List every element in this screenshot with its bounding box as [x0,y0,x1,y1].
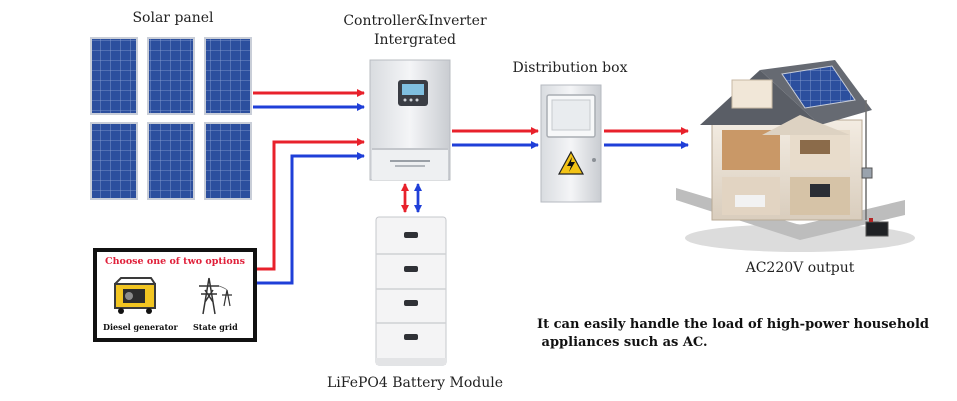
controller-to-distribution-wires [452,127,539,149]
distribution-box-label: Distribution box [512,60,628,76]
state-grid-caption: State grid [193,322,238,332]
capability-note-line2: appliances such as AC. [537,335,708,350]
distribution-box [540,84,602,203]
solar-panel-label: Solar panel [132,10,214,26]
diesel-generator-caption: Diesel generator [103,322,178,332]
power-grid-tower-icon [199,277,232,315]
integrated-label: Intergrated [373,32,457,48]
panel-to-controller-wires [253,89,365,111]
options-title: Choose one of two options [105,256,245,267]
power-source-options-box: Choose one of two options Diesel generat… [93,248,257,342]
solar-panel-array [90,37,252,200]
capability-note-line1: It can easily handle the load of high-po… [537,317,929,332]
controller-battery-wires [401,183,422,213]
house-illustration [676,60,915,252]
controller-inverter-label: Controller&Inverter [343,13,487,29]
ac-output-label: AC220V output [745,260,855,276]
roof-solar-panel-icon [781,65,856,109]
house-battery-icon [865,218,889,237]
controller-inverter-unit [369,59,451,181]
battery-module-label: LiFePO4 Battery Module [327,375,503,391]
capability-note: It can easily handle the load of high-po… [537,316,929,352]
battery-module-stack [375,216,447,366]
diesel-generator-icon [114,277,156,314]
solar-panel-icon [90,37,252,200]
distribution-to-house-wires [604,127,689,149]
generator-to-controller-wires [257,138,365,285]
high-voltage-warning-icon [557,150,585,175]
